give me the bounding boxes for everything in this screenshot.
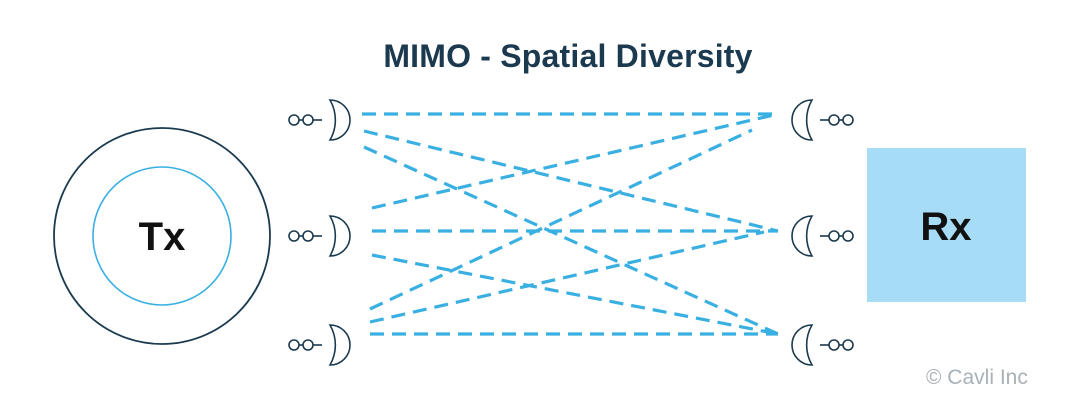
transmitter-inner-ring: [92, 166, 232, 306]
signal-path-tx1-rx3: [363, 145, 779, 336]
signal-path-tx2-rx1: [371, 112, 779, 210]
transmitter: Tx: [53, 127, 271, 345]
transmit-antenna-icon: [288, 324, 351, 366]
signal-path-tx3-rx2: [369, 230, 765, 324]
diagram-title: MIMO - Spatial Diversity: [383, 38, 753, 74]
copyright-notice: © Cavli Inc: [926, 366, 1028, 389]
signal-path-tx3-rx1: [369, 128, 753, 311]
receive-antenna-icon: [791, 324, 854, 366]
receiver-label: Rx: [920, 205, 971, 249]
transmitter-outer-ring: [53, 127, 271, 345]
receiver: Rx: [867, 148, 1026, 302]
transmit-antenna-icon: [288, 99, 351, 141]
signal-paths: [362, 112, 779, 336]
signal-path-tx2-rx3: [371, 253, 779, 336]
transmitter-label: Tx: [139, 215, 186, 259]
signal-path-tx1-rx2: [363, 129, 779, 233]
receiver-box: [867, 148, 1026, 302]
receive-antenna-icon: [791, 99, 854, 141]
transmit-antenna-icon: [288, 215, 351, 257]
receive-antenna-icon: [791, 215, 854, 257]
